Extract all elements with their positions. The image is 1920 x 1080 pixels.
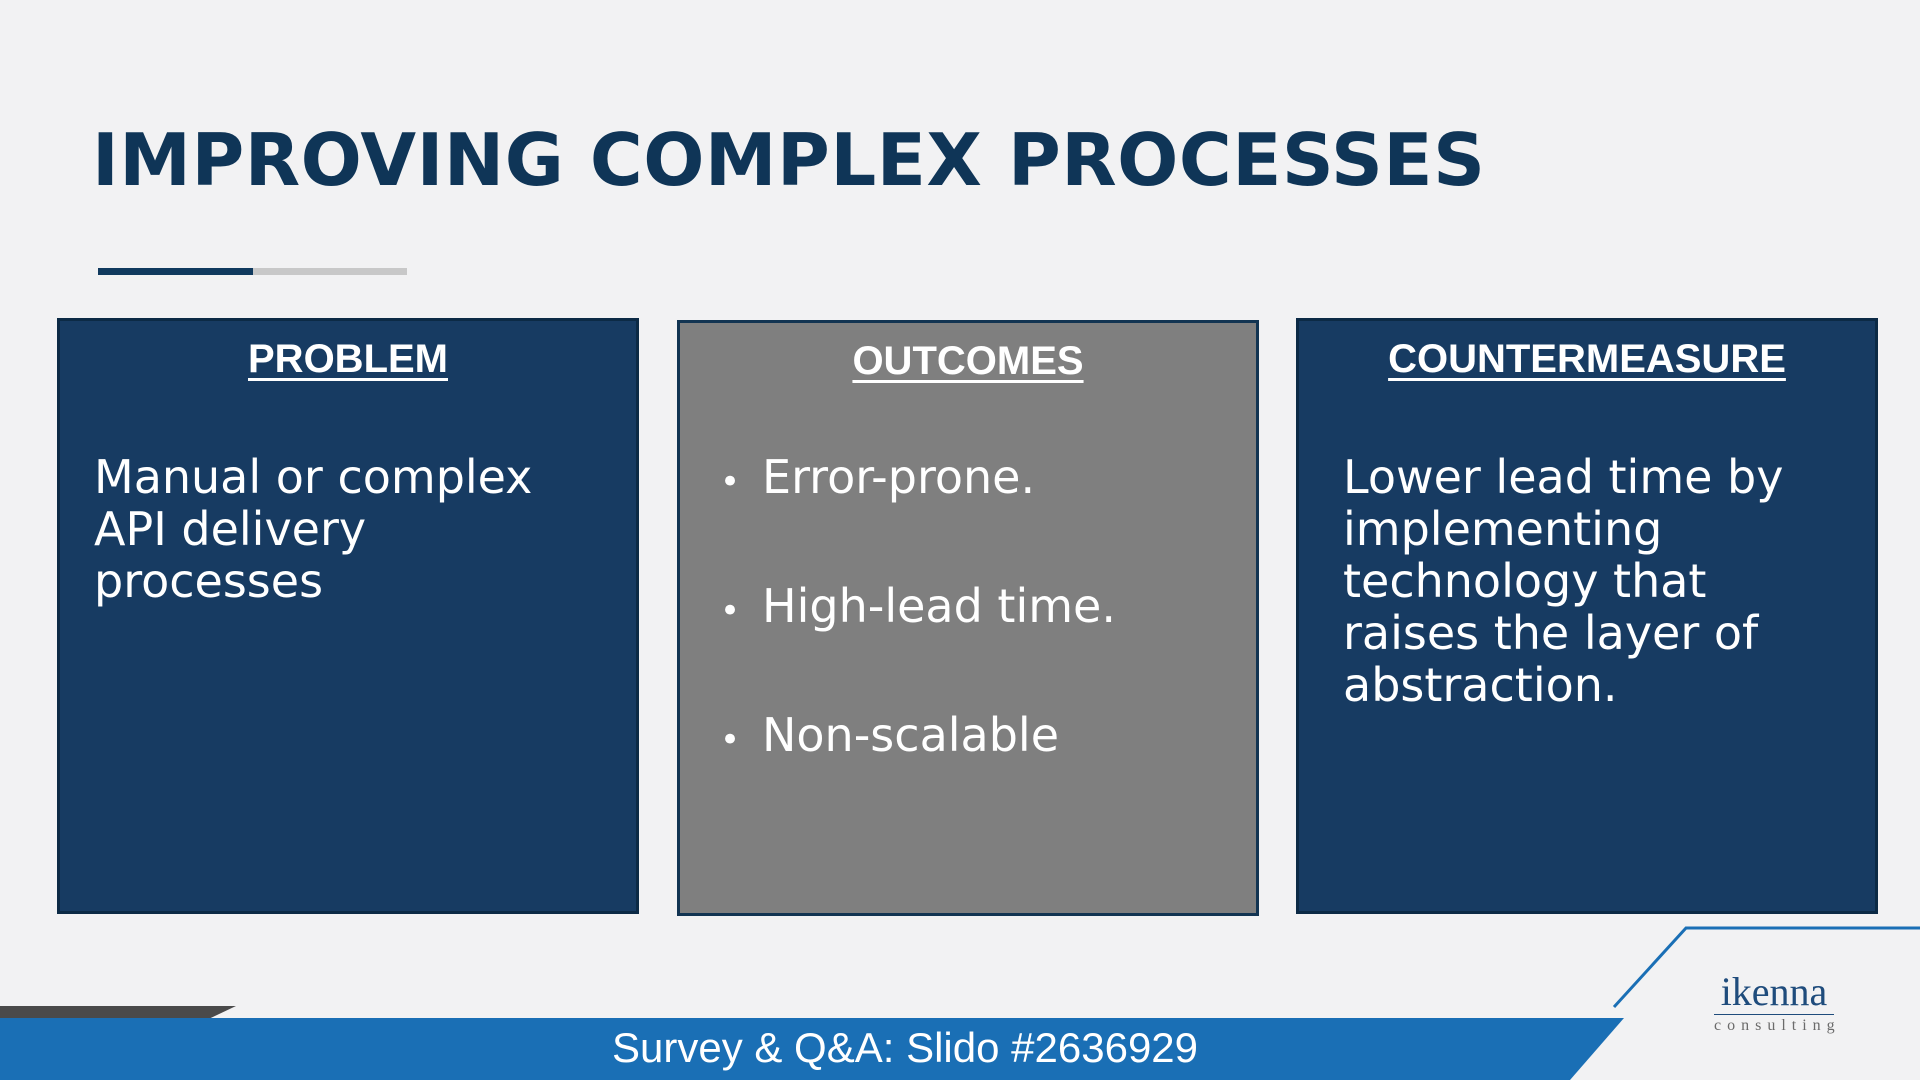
slide-title: IMPROVING COMPLEX PROCESSES [92, 118, 1486, 202]
problem-text: Manual or complex API delivery processes [94, 450, 533, 608]
outcome-text: Non-scalable [762, 708, 1060, 762]
footer-blue-band [0, 1018, 1624, 1080]
list-item: • High-lead time. [720, 580, 1116, 637]
bullet-icon: • [720, 462, 741, 502]
outcomes-list: • Error-prone. • High-lead time. • Non-scal… [720, 451, 1116, 838]
list-item: • Error-prone. [720, 451, 1116, 508]
company-logo: ikenna consulting [1714, 972, 1841, 1035]
title-underline-rest [253, 268, 407, 275]
bullet-icon: • [720, 591, 741, 631]
problem-heading: PROBLEM [248, 337, 448, 381]
problem-card: PROBLEM Manual or complex API delivery p… [57, 318, 639, 914]
outcome-text: High-lead time. [762, 579, 1116, 633]
outcomes-heading: OUTCOMES [852, 339, 1084, 383]
countermeasure-text: Lower lead time by implementing technolo… [1343, 450, 1784, 712]
footer-accent-line [1612, 926, 1920, 1009]
footer-survey-text: Survey & Q&A: Slido #2636929 [611, 1024, 1199, 1071]
bullet-icon: • [720, 720, 741, 760]
title-underline-accent [98, 268, 253, 275]
countermeasure-heading: COUNTERMEASURE [1388, 337, 1786, 381]
list-item: • Non-scalable [720, 709, 1116, 766]
logo-subtitle: consulting [1714, 1017, 1841, 1034]
outcomes-card: OUTCOMES • Error-prone. • High-lead time. … [677, 320, 1259, 916]
outcome-text: Error-prone. [762, 450, 1036, 504]
countermeasure-card: COUNTERMEASURE Lower lead time by implem… [1296, 318, 1878, 914]
logo-wordmark: ikenna [1714, 972, 1834, 1015]
